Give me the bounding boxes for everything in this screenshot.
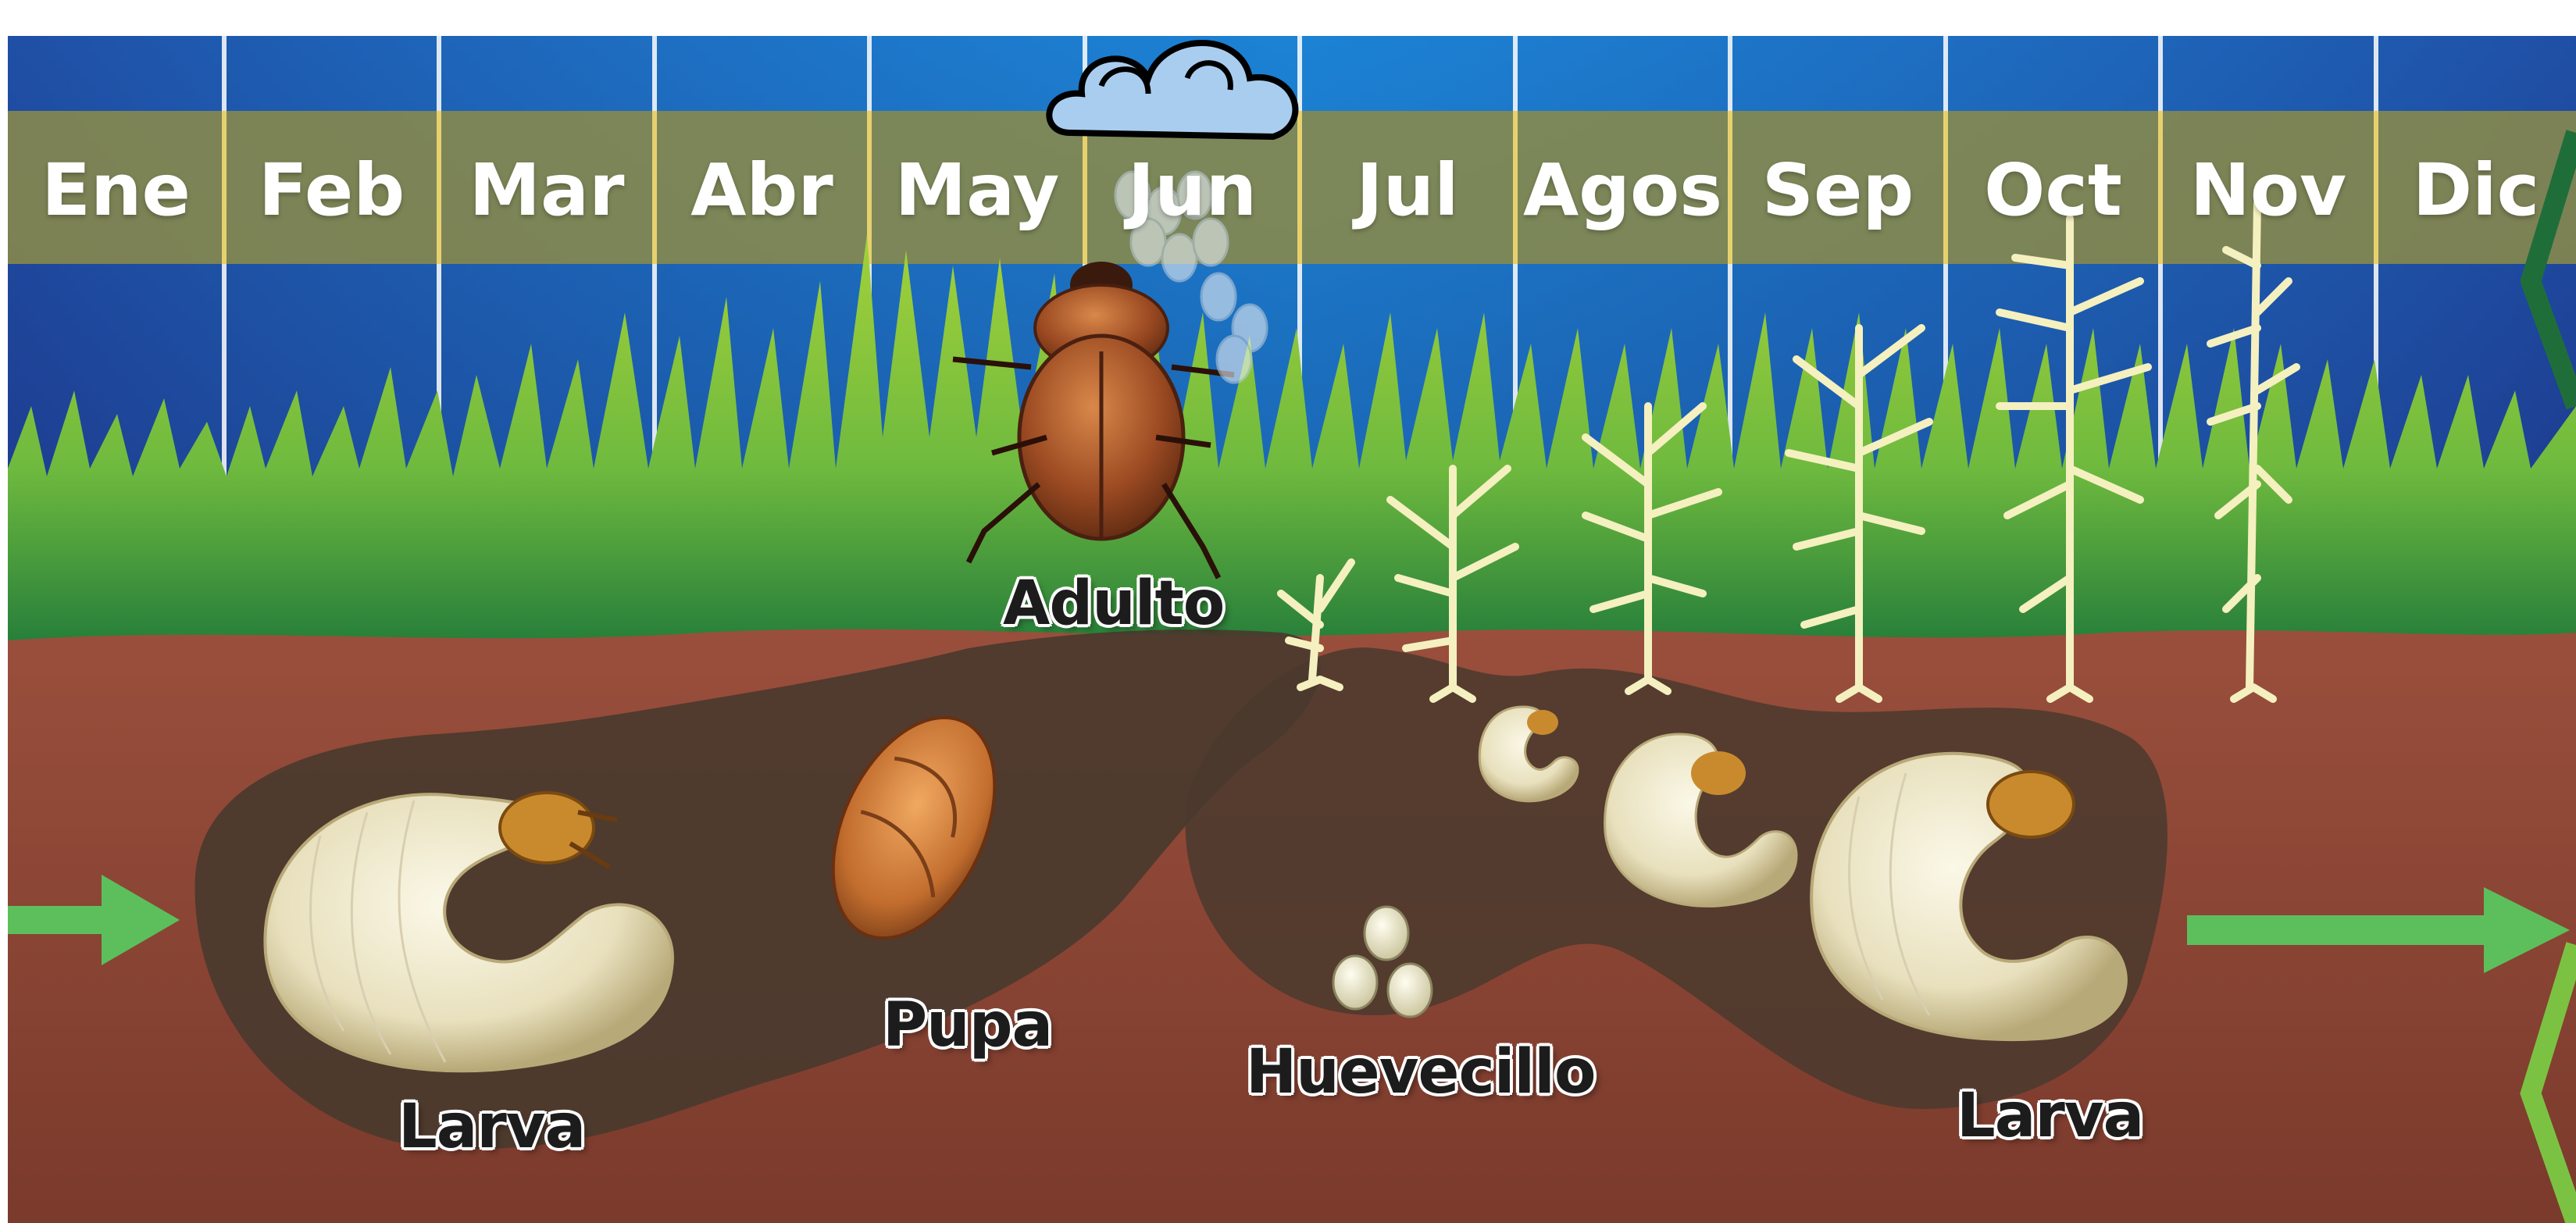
stage-label-larva-end: Larva (1957, 1081, 2143, 1151)
month-label-jul: Jul (1300, 139, 1515, 241)
month-label-mar: Mar (439, 139, 655, 241)
month-label-feb: Feb (224, 139, 439, 241)
stage-label-adulto: Adulto (1003, 569, 1224, 639)
month-label-jun: Jun (1085, 139, 1300, 241)
month-label-nov: Nov (2160, 139, 2376, 241)
month-label-ene: Ene (8, 139, 224, 241)
stage-label-larva-start: Larva (398, 1092, 585, 1162)
month-label-oct: Oct (1946, 139, 2160, 241)
month-label-abr: Abr (655, 139, 869, 241)
stage-label-pupa: Pupa (883, 990, 1052, 1061)
month-label-sep: Sep (1730, 139, 1946, 241)
month-label-agos: Agos (1515, 139, 1730, 241)
month-label-dic: Dic (2376, 139, 2576, 241)
month-label-may: May (869, 139, 1085, 241)
stage-label-huevecillo: Huevecillo (1246, 1037, 1596, 1107)
